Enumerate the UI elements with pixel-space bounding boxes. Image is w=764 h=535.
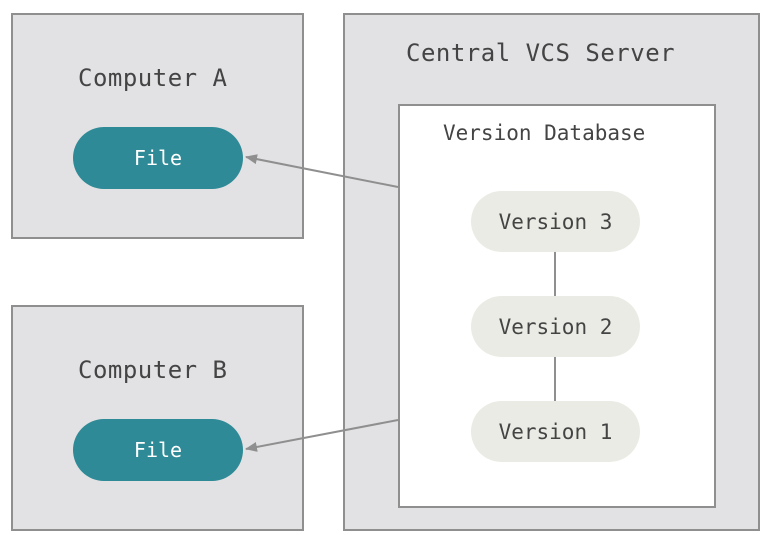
version-1-pill: Version 1 (471, 401, 640, 462)
version-3-pill: Version 3 (471, 191, 640, 252)
computer-b-file: File (73, 419, 243, 481)
server-title: Central VCS Server (406, 39, 676, 67)
computer-a-file: File (73, 127, 243, 189)
computer-a-title: Computer A (78, 64, 228, 92)
computer-a-box (11, 13, 304, 239)
computer-b-title: Computer B (78, 356, 228, 384)
computer-b-box (11, 305, 304, 531)
version-2-pill: Version 2 (471, 296, 640, 357)
version-database-title: Version Database (443, 121, 646, 145)
